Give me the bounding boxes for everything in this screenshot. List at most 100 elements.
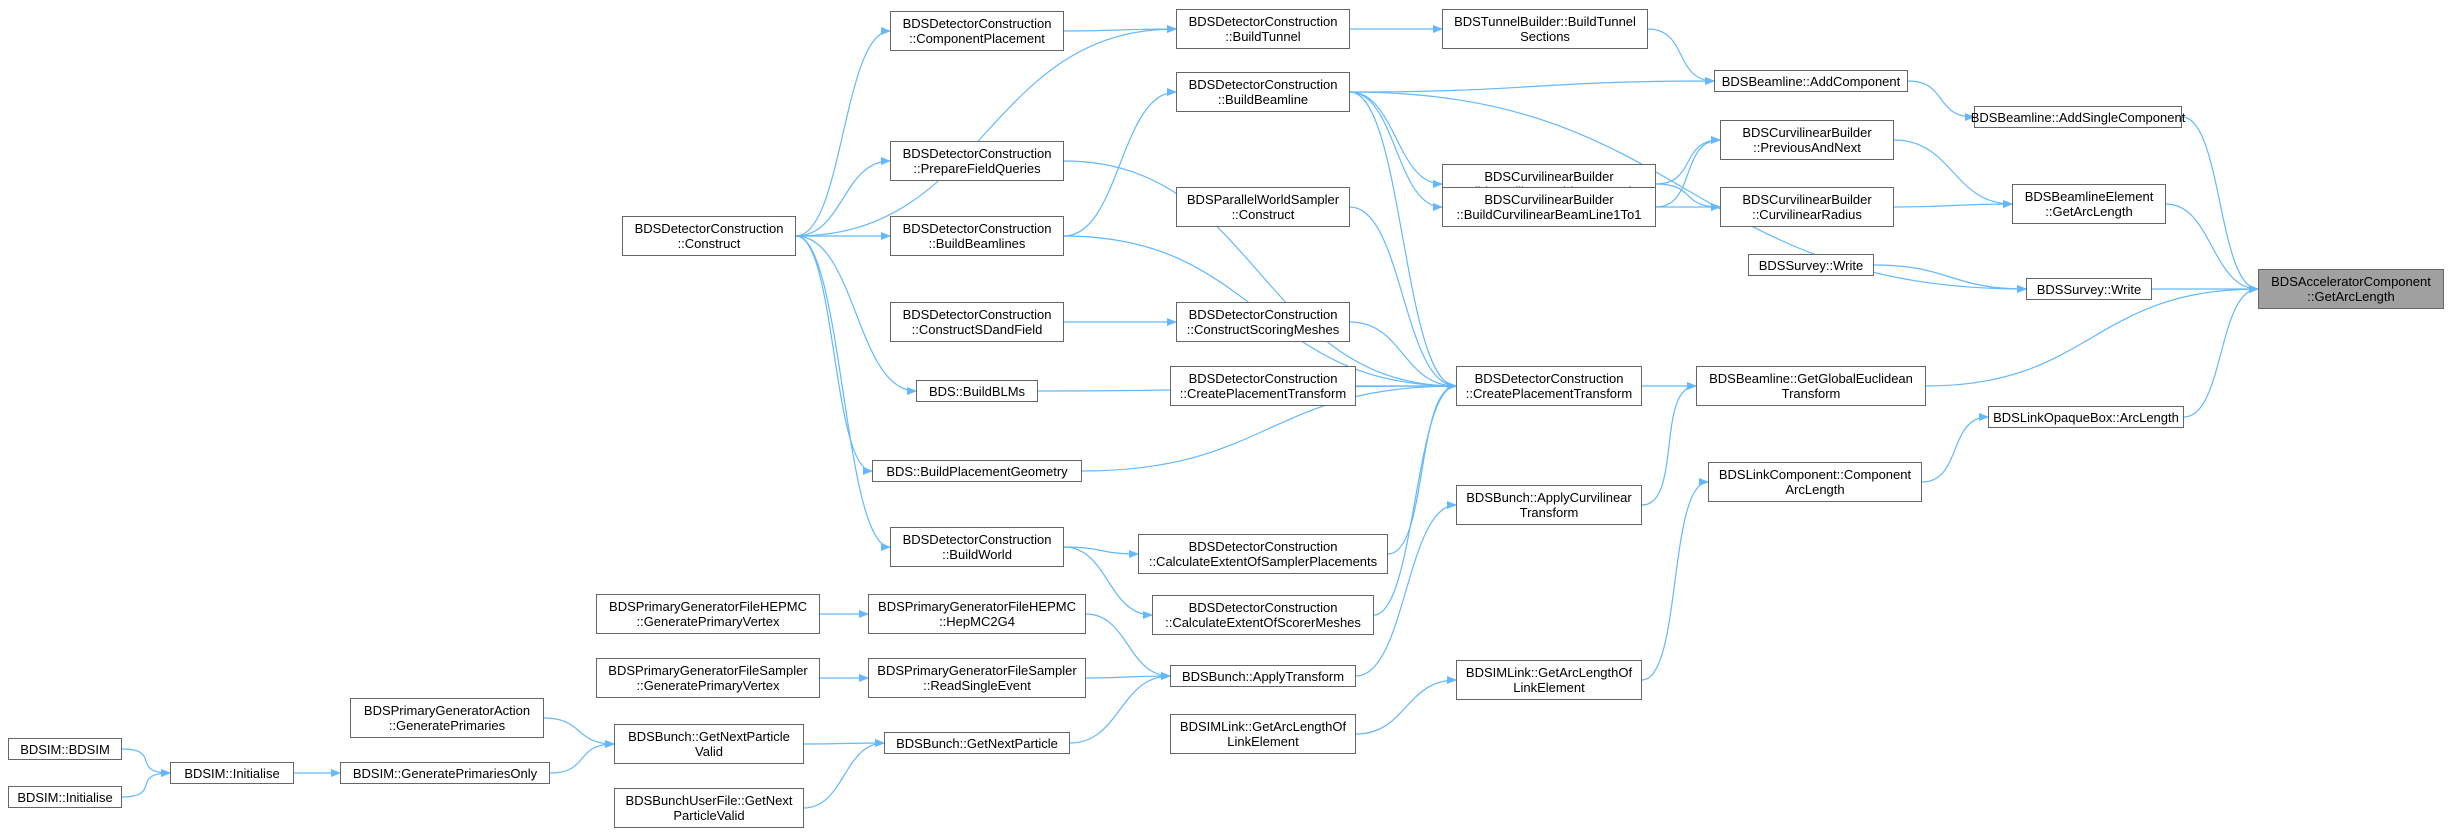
node-label-line: BDSDetectorConstruction bbox=[902, 532, 1052, 547]
node-label-line: ::ConstructScoringMeshes bbox=[1186, 322, 1340, 337]
call-edge bbox=[1641, 478, 1709, 681]
call-edge bbox=[795, 27, 891, 237]
node-bdsbeamline-addcomponent[interactable]: BDSBeamline::AddComponent bbox=[1714, 70, 1908, 92]
node-bdsprimarygeneratoraction-generateprimaries[interactable]: BDSPrimaryGeneratorAction::GeneratePrima… bbox=[350, 698, 544, 738]
call-edge bbox=[1063, 546, 1139, 558]
node-label-line: BDSDetectorConstruction bbox=[1188, 307, 1338, 322]
node-label-line: ::GetArcLength bbox=[2307, 289, 2395, 304]
node-bdsdetectorconstruction-buildbeamline[interactable]: BDSDetectorConstruction::BuildBeamline bbox=[1176, 72, 1350, 112]
call-edge bbox=[1349, 321, 1457, 390]
node-bdsdetectorconstruction-createplacementtransform-main[interactable]: BDSDetectorConstruction::CreatePlacement… bbox=[1456, 366, 1642, 406]
node-bdslinkopaquebox-arclength[interactable]: BDSLinkOpaqueBox::ArcLength bbox=[1988, 406, 2184, 428]
node-label-line: ::PreviousAndNext bbox=[1753, 140, 1861, 155]
node-label-line: ParticleValid bbox=[673, 808, 745, 823]
node-bdsim-bdsim[interactable]: BDSIM::BDSIM bbox=[8, 738, 122, 760]
node-bdsim-initialise[interactable]: BDSIM::Initialise bbox=[170, 762, 294, 784]
node-bds-buildplacementgeometry[interactable]: BDS::BuildPlacementGeometry bbox=[872, 460, 1082, 482]
node-bdsbunch-applytransform[interactable]: BDSBunch::ApplyTransform bbox=[1170, 665, 1356, 687]
node-label-line: LinkElement bbox=[1513, 680, 1585, 695]
node-bdsdetectorconstruction-constructscoringmeshes[interactable]: BDSDetectorConstruction::ConstructScorin… bbox=[1176, 302, 1350, 342]
node-label-line: BDSCurvilinearBuilder bbox=[1484, 169, 1614, 184]
node-label-line: BDSDetectorConstruction bbox=[902, 16, 1052, 31]
node-bdsdetectorconstruction-componentplacement[interactable]: BDSDetectorConstruction::ComponentPlacem… bbox=[890, 11, 1064, 51]
node-bdssurvey-write-secondary[interactable]: BDSSurvey::Write bbox=[1748, 254, 1874, 276]
node-bdsdetectorconstruction-createplacementtransform-alt[interactable]: BDSDetectorConstruction::CreatePlacement… bbox=[1170, 366, 1356, 406]
node-bdsbeamlineelement-getarclength[interactable]: BDSBeamlineElement::GetArcLength bbox=[2012, 184, 2166, 224]
node-label-line: ::BuildWorld bbox=[942, 547, 1012, 562]
call-edge bbox=[1373, 382, 1457, 616]
node-bdsbeamline-addsinglecomponent[interactable]: BDSBeamline::AddSingleComponent bbox=[1971, 106, 2185, 128]
node-bdsdetectorconstruction-buildtunnel[interactable]: BDSDetectorConstruction::BuildTunnel bbox=[1176, 9, 1350, 49]
node-bdsim-initialise-root[interactable]: BDSIM::Initialise bbox=[8, 786, 122, 808]
node-bdsdetectorconstruction-construct[interactable]: BDSDetectorConstruction::Construct bbox=[622, 216, 796, 256]
node-bdsdetectorconstruction-buildbeamlines[interactable]: BDSDetectorConstruction::BuildBeamlines bbox=[890, 216, 1064, 256]
node-label-line: ::BuildBeamlines bbox=[928, 236, 1026, 251]
node-bdscurvilinearbuilder-curvilinearradius[interactable]: BDSCurvilinearBuilder::CurvilinearRadius bbox=[1720, 187, 1894, 227]
node-bdsdetectorconstruction-calculateextentofsamplerplacements[interactable]: BDSDetectorConstruction::CalculateExtent… bbox=[1138, 534, 1388, 574]
node-label-line: ::ConstructSDandField bbox=[911, 322, 1043, 337]
node-label-line: BDSIM::GeneratePrimariesOnly bbox=[352, 765, 538, 781]
node-label-line: BDS::BuildBLMs bbox=[928, 383, 1026, 399]
node-label-line: BDSIMLink::GetArcLengthOf bbox=[1179, 719, 1347, 734]
node-label-line: LinkElement bbox=[1227, 734, 1299, 749]
call-edge bbox=[795, 235, 917, 395]
node-bdsdetectorconstruction-buildworld[interactable]: BDSDetectorConstruction::BuildWorld bbox=[890, 527, 1064, 567]
node-label-line: BDSBunch::GetNextParticle bbox=[628, 729, 790, 744]
node-label-line: BDSLinkOpaqueBox::ArcLength bbox=[1993, 409, 2179, 425]
node-label-line: BDSSurvey::Write bbox=[1758, 257, 1864, 273]
node-label-line: ::PrepareFieldQueries bbox=[913, 161, 1041, 176]
node-bds-buildblms[interactable]: BDS::BuildBLMs bbox=[916, 380, 1038, 402]
node-label-line: ::CurvilinearRadius bbox=[1752, 207, 1862, 222]
node-label-line: BDSDetectorConstruction bbox=[1188, 539, 1338, 554]
node-label-line: BDSDetectorConstruction bbox=[1188, 77, 1338, 92]
node-label-line: ::GeneratePrimaries bbox=[388, 718, 506, 733]
node-label-line: ::GetArcLength bbox=[2045, 204, 2133, 219]
node-bdsprimarygeneratorfilehepmc-generateprimaryvertex[interactable]: BDSPrimaryGeneratorFileHEPMC::GeneratePr… bbox=[596, 594, 820, 634]
node-bdsdetectorconstruction-preparefieldqueries[interactable]: BDSDetectorConstruction::PrepareFieldQue… bbox=[890, 141, 1064, 181]
node-label-line: BDSDetectorConstruction bbox=[1474, 371, 1624, 386]
node-label-line: BDSBeamlineElement bbox=[2024, 189, 2154, 204]
node-label-line: BDSDetectorConstruction bbox=[1188, 14, 1338, 29]
node-label-line: ::GeneratePrimaryVertex bbox=[636, 678, 780, 693]
node-bdsbunch-getnextparticle[interactable]: BDSBunch::GetNextParticle bbox=[884, 732, 1070, 754]
node-bdsprimarygeneratorfilesampler-generateprimaryvertex[interactable]: BDSPrimaryGeneratorFileSampler::Generate… bbox=[596, 658, 820, 698]
call-edge bbox=[1655, 183, 1721, 211]
node-label-line: BDSBunch::ApplyTransform bbox=[1181, 668, 1345, 684]
node-bdsprimarygeneratorfilesampler-readsingleevent[interactable]: BDSPrimaryGeneratorFileSampler::ReadSing… bbox=[868, 658, 1086, 698]
node-bdsparallelworldsampler-construct[interactable]: BDSParallelWorldSampler::Construct bbox=[1176, 187, 1350, 227]
call-edge bbox=[1069, 672, 1171, 744]
call-edge bbox=[1349, 77, 1715, 93]
node-label-line: BDSDetectorConstruction bbox=[1188, 600, 1338, 615]
node-label-line: BDSBunchUserFile::GetNext bbox=[625, 793, 793, 808]
node-bdsdetectorconstruction-constructsdandfield[interactable]: BDSDetectorConstruction::ConstructSDandF… bbox=[890, 302, 1064, 342]
node-bdscurvilinearbuilder-buildcurvilinearbeamline1to1[interactable]: BDSCurvilinearBuilder::BuildCurvilinearB… bbox=[1442, 187, 1656, 227]
call-edge bbox=[543, 717, 615, 748]
node-bdsdetectorconstruction-calculateextentofscorermeshes[interactable]: BDSDetectorConstruction::CalculateExtent… bbox=[1152, 595, 1374, 635]
node-label-line: BDSBunch::GetNextParticle bbox=[896, 735, 1058, 751]
node-label-line: Sections bbox=[1520, 29, 1570, 44]
call-edge bbox=[1387, 382, 1457, 555]
node-bdssurvey-write-caller[interactable]: BDSSurvey::Write bbox=[2026, 278, 2152, 300]
node-bdsprimarygeneratorfilehepmc-hepmc2g4[interactable]: BDSPrimaryGeneratorFileHEPMC::HepMC2G4 bbox=[868, 594, 1086, 634]
node-label-line: BDSPrimaryGeneratorFileSampler bbox=[608, 663, 808, 678]
node-bdsim-generateprimariesonly[interactable]: BDSIM::GeneratePrimariesOnly bbox=[340, 762, 550, 784]
call-edge bbox=[795, 235, 873, 475]
call-edge bbox=[1921, 413, 1989, 483]
node-label-line: BDSDetectorConstruction bbox=[902, 221, 1052, 236]
call-edge bbox=[795, 157, 891, 237]
call-edge bbox=[549, 740, 615, 774]
call-edge bbox=[1063, 88, 1177, 237]
call-edge bbox=[1355, 676, 1457, 735]
node-bdscurvilinearbuilder-previousandnext[interactable]: BDSCurvilinearBuilder::PreviousAndNext bbox=[1720, 120, 1894, 160]
node-label-line: ::CreatePlacementTransform bbox=[1465, 386, 1633, 401]
node-label-line: ArcLength bbox=[1785, 482, 1845, 497]
